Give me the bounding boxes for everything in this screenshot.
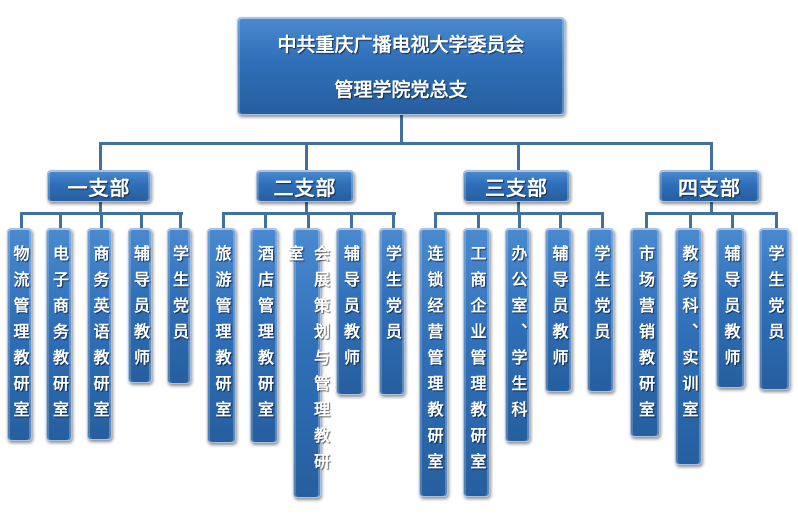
unit-label: 辅导员教师 <box>549 245 569 375</box>
unit-node: 辅导员教师 <box>716 228 745 388</box>
connector-line <box>645 212 648 228</box>
unit-label: 旅游管理教研室 <box>212 245 232 427</box>
unit-label: 物流管理教研室 <box>10 245 30 427</box>
unit-node: 物流管理教研室 <box>7 228 32 441</box>
unit-node: 教务科、实训室 <box>675 228 702 465</box>
connector-line <box>307 212 310 228</box>
unit-node: 电子商务教研室 <box>46 228 72 441</box>
unit-node: 市场营销教研室 <box>630 228 660 437</box>
unit-node: 办公室、学生科 <box>505 228 530 442</box>
unit-node: 学生党员 <box>587 228 614 392</box>
root-title-line2: 管理学院党总支 <box>334 79 468 101</box>
root-node: 中共重庆广播电视大学委员会 管理学院党总支 <box>237 17 565 115</box>
connector-line <box>99 142 713 145</box>
connector-line <box>400 115 403 144</box>
unit-node: 学生党员 <box>379 228 405 395</box>
unit-label: 学生党员 <box>170 245 189 349</box>
unit-node: 会展策划与管理教研室 <box>285 228 330 498</box>
connector-line <box>222 212 225 228</box>
connector-line <box>305 202 308 214</box>
unit-node: 旅游管理教研室 <box>207 228 236 443</box>
connector-line <box>710 202 713 214</box>
unit-label: 学生党员 <box>591 245 611 349</box>
unit-label: 辅导员教师 <box>721 245 741 375</box>
unit-label: 工商企业管理教研室 <box>467 245 487 479</box>
connector-line <box>517 202 520 214</box>
unit-label: 电子商务教研室 <box>50 245 69 427</box>
connector-line <box>689 212 692 228</box>
branch-node: 二支部 <box>256 170 354 202</box>
connector-line <box>710 142 713 170</box>
connector-line <box>59 212 62 228</box>
unit-node: 连锁经营管理教研室 <box>419 228 448 497</box>
connector-line <box>392 212 395 228</box>
unit-node: 酒店管理教研室 <box>250 228 278 443</box>
unit-node: 辅导员教师 <box>336 228 364 395</box>
unit-label: 市场营销教研室 <box>636 245 655 427</box>
unit-label: 会展策划与管理教研室 <box>285 245 330 479</box>
connector-line <box>601 212 604 228</box>
connector-line <box>350 212 353 228</box>
connector-line <box>731 212 734 228</box>
unit-node: 学生党员 <box>759 228 790 390</box>
connector-line <box>100 212 103 228</box>
connector-line <box>99 202 102 214</box>
connector-line <box>179 212 182 228</box>
unit-node: 辅导员教师 <box>545 228 572 392</box>
connector-line <box>20 212 23 228</box>
unit-label: 酒店管理教研室 <box>255 245 274 427</box>
unit-label: 学生党员 <box>765 245 785 349</box>
unit-label: 办公室、学生科 <box>508 245 528 427</box>
unit-node: 辅导员教师 <box>128 228 152 383</box>
connector-line <box>559 212 562 228</box>
connector-line <box>518 212 521 228</box>
root-title-line1: 中共重庆广播电视大学委员会 <box>277 34 525 56</box>
branch-node: 四支部 <box>659 170 760 202</box>
branch-node: 三支部 <box>463 170 570 202</box>
unit-node: 商务英语教研室 <box>87 228 112 440</box>
unit-label: 辅导员教师 <box>341 245 360 375</box>
connector-line <box>517 142 520 170</box>
unit-label: 教务科、实训室 <box>679 245 699 427</box>
unit-label: 连锁经营管理教研室 <box>424 245 444 479</box>
unit-node: 学生党员 <box>167 228 191 384</box>
connector-line <box>477 212 480 228</box>
connector-line <box>140 212 143 228</box>
unit-label: 商务英语教研室 <box>90 245 110 427</box>
connector-line <box>434 212 437 228</box>
unit-node: 工商企业管理教研室 <box>463 228 490 497</box>
connector-line <box>775 212 778 228</box>
unit-label: 学生党员 <box>383 245 402 349</box>
connector-line <box>264 212 267 228</box>
branch-node: 一支部 <box>47 170 151 202</box>
connector-line <box>305 142 308 170</box>
connector-line <box>99 142 102 170</box>
connector-line <box>222 212 396 215</box>
unit-label: 辅导员教师 <box>131 245 150 375</box>
